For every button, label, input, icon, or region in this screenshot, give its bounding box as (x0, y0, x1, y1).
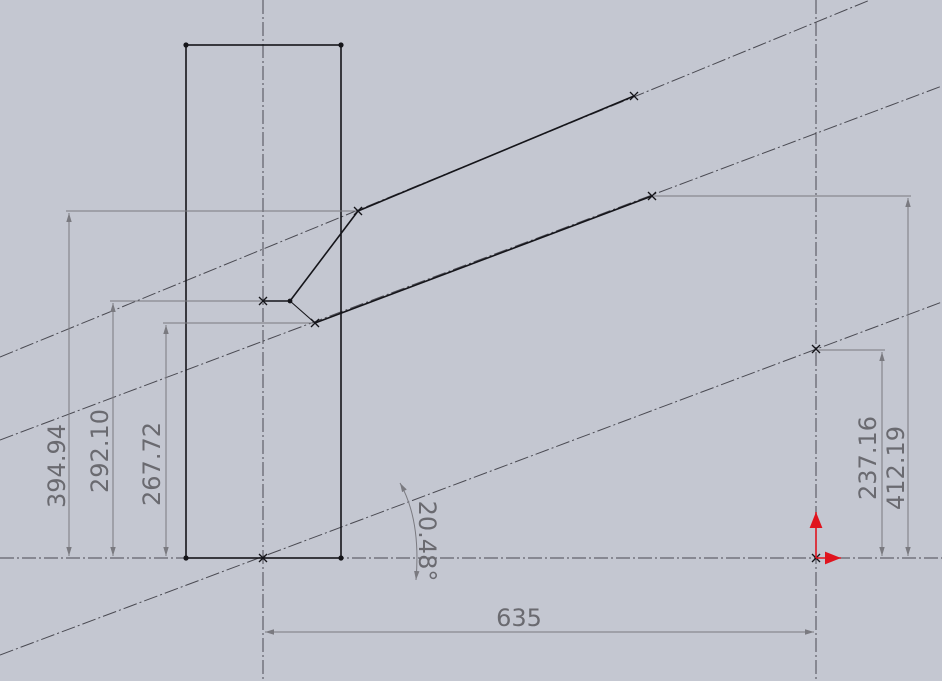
dimension-angle[interactable]: 20.48° (399, 482, 441, 582)
dimension-394-94-label: 394.94 (43, 424, 71, 508)
dimension-292-10[interactable]: 292.10 (86, 300, 261, 556)
point-junction[interactable] (287, 298, 293, 304)
origin-icon[interactable] (809, 512, 841, 565)
xpoint-right-centerline[interactable] (811, 344, 821, 354)
xpoint-upper-start[interactable] (353, 206, 363, 216)
dimension-267-72-label: 267.72 (138, 422, 166, 506)
point-rect-top-right[interactable] (338, 42, 344, 48)
xpoint-lower-start[interactable] (310, 318, 320, 328)
xpoint-lower-end[interactable] (647, 191, 657, 201)
dimension-237-16-label: 237.16 (854, 416, 882, 500)
dimension-292-10-label: 292.10 (86, 409, 114, 493)
sketch-points (183, 42, 821, 563)
dimension-angle-label: 20.48° (413, 501, 441, 582)
xpoint-origin-left[interactable] (258, 553, 268, 563)
point-rect-bottom-left[interactable] (183, 555, 189, 561)
dimension-394-94[interactable]: 394.94 (43, 210, 356, 556)
dimension-412-19[interactable]: 412.19 (654, 195, 911, 556)
dimension-237-16[interactable]: 237.16 (818, 349, 885, 556)
connector-line[interactable] (289, 210, 359, 302)
xpoint-short-line-start[interactable] (258, 296, 268, 306)
dimension-267-72[interactable]: 267.72 (138, 322, 313, 556)
lower-slanted-line[interactable] (314, 195, 653, 324)
angled-centerline-middle[interactable] (0, 85, 942, 441)
dimension-635-label: 635 (496, 604, 542, 632)
dimension-635[interactable]: 635 (265, 604, 814, 635)
upper-slanted-line[interactable] (357, 95, 635, 212)
angled-centerline-bottom[interactable] (0, 301, 942, 656)
dimension-412-19-label: 412.19 (882, 426, 910, 510)
point-rect-bottom-right[interactable] (338, 555, 344, 561)
xpoint-upper-end[interactable] (629, 91, 639, 101)
sketch-lines (263, 95, 653, 324)
point-rect-top-left[interactable] (183, 42, 189, 48)
